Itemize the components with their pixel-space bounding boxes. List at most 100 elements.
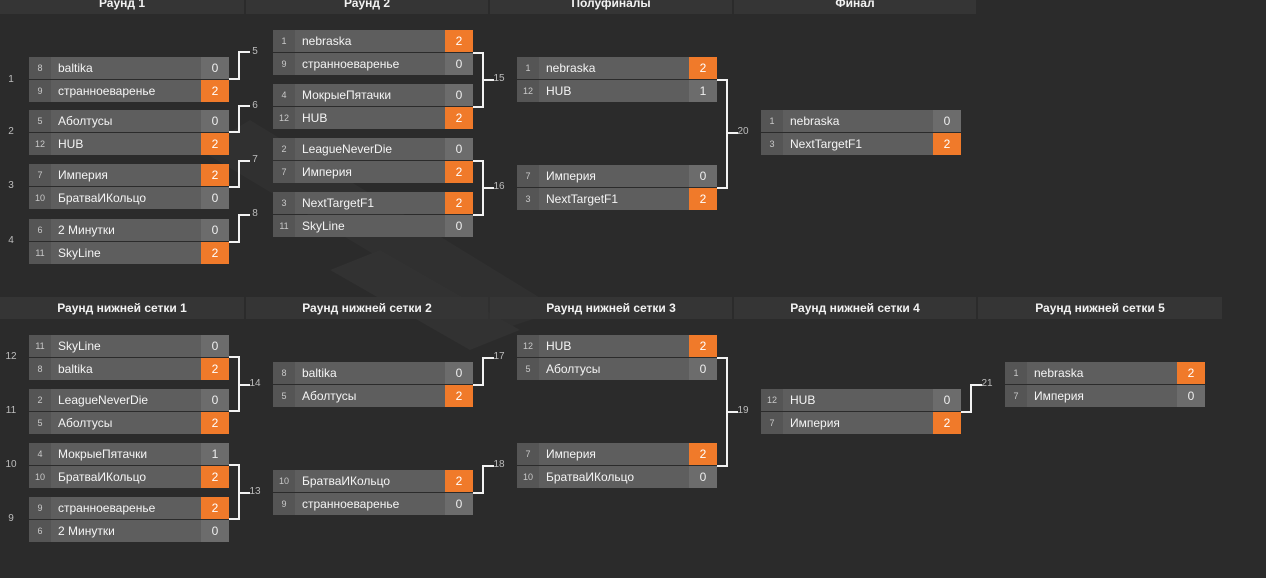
connector-line xyxy=(726,357,728,413)
team-score: 2 xyxy=(933,133,961,155)
team-name: LeagueNeverDie xyxy=(302,142,393,156)
seed-number: 7 xyxy=(29,164,51,186)
team-score: 0 xyxy=(445,362,473,384)
seed-number: 9 xyxy=(29,497,51,519)
team-score: 2 xyxy=(201,358,229,380)
team-score: 0 xyxy=(933,110,961,132)
match-number: 3 xyxy=(8,180,14,191)
seed-number: 10 xyxy=(517,466,539,488)
connector-line xyxy=(238,492,250,494)
match-number: 6 xyxy=(252,100,258,111)
header-lower-round-3: Раунд нижней сетки 3 xyxy=(490,297,732,319)
team-score: 0 xyxy=(445,53,473,75)
connector-line xyxy=(482,187,494,189)
connector-line xyxy=(238,51,250,53)
seed-number: 11 xyxy=(29,335,51,357)
connector-line xyxy=(238,214,250,216)
team-score: 2 xyxy=(689,57,717,79)
header-upper-round-2: Раунд 2 xyxy=(246,0,488,14)
connector-line xyxy=(726,411,738,413)
match-number: 20 xyxy=(737,126,749,137)
connector-line xyxy=(229,356,239,358)
team-score: 0 xyxy=(445,84,473,106)
seed-number: 4 xyxy=(273,84,295,106)
seed-number: 7 xyxy=(517,165,539,187)
team-score: 1 xyxy=(689,80,717,102)
connector-line xyxy=(229,410,239,412)
seed-number: 12 xyxy=(29,133,51,155)
team-name: МокрыеПятачки xyxy=(302,88,392,102)
connector-line xyxy=(726,132,728,189)
connector-line xyxy=(717,357,727,359)
team-row[interactable]: 4 МокрыеПятачки 0 xyxy=(273,84,473,106)
match-number: 9 xyxy=(8,513,14,524)
team-score: 2 xyxy=(445,30,473,52)
team-score: 0 xyxy=(445,493,473,515)
seed-number: 12 xyxy=(517,80,539,102)
seed-number: 9 xyxy=(273,493,295,515)
